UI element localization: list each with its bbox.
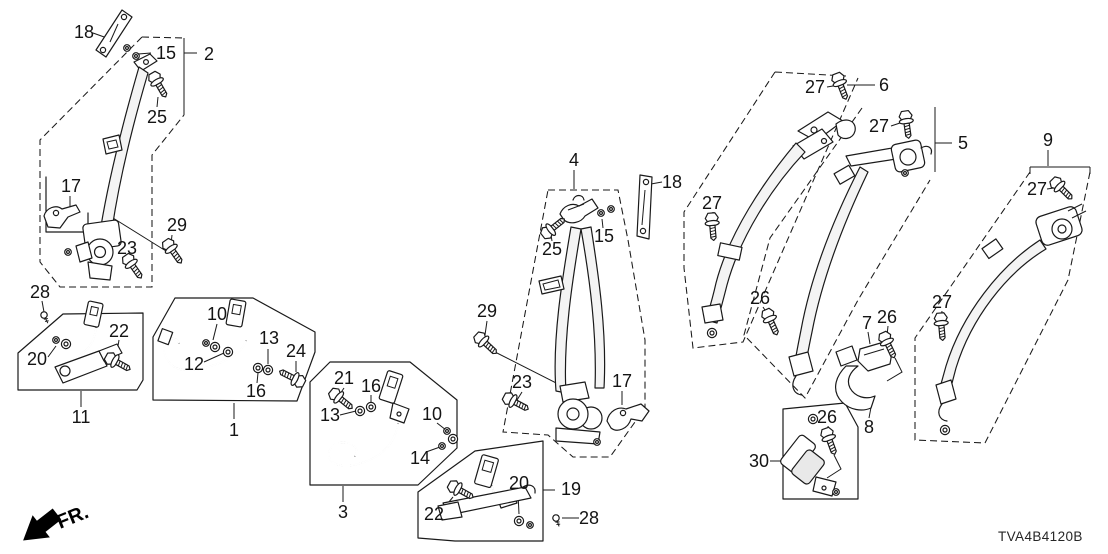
rear-seatbelt-center bbox=[788, 109, 933, 425]
washer-icon bbox=[706, 327, 718, 339]
bolt-27-icon bbox=[1046, 173, 1078, 205]
washer-icon bbox=[939, 424, 951, 436]
group-boxes bbox=[17, 176, 859, 542]
group-outlines bbox=[39, 36, 1091, 458]
bolt-26-icon bbox=[818, 425, 842, 458]
bolt-24-icon bbox=[275, 364, 308, 391]
washer-icon bbox=[365, 401, 377, 413]
bolt-29-icon bbox=[159, 235, 188, 268]
washer-icon bbox=[222, 346, 234, 358]
front-seatbelt-outer-right bbox=[470, 174, 653, 446]
fr-direction-arrow: FR. bbox=[23, 501, 92, 541]
washer-icon bbox=[597, 209, 605, 217]
screw-28-icon bbox=[39, 310, 52, 326]
driver-buckle-assembly bbox=[39, 300, 135, 384]
washer-icon bbox=[209, 341, 221, 353]
washer-icon bbox=[132, 52, 140, 60]
washer-icon bbox=[593, 438, 601, 446]
washer-icon bbox=[64, 248, 72, 256]
washer-icon bbox=[447, 433, 459, 445]
bolt-23-icon bbox=[500, 389, 533, 416]
anchor-cover-parts bbox=[835, 329, 902, 411]
rear-seatbelt-right bbox=[758, 173, 1087, 436]
center-buckle-assembly bbox=[437, 454, 563, 529]
bolt-21-icon bbox=[325, 384, 358, 415]
bolt-27-icon bbox=[703, 211, 722, 242]
washer-icon bbox=[60, 338, 72, 350]
washer-icon bbox=[438, 442, 446, 450]
washer-icon bbox=[807, 413, 819, 425]
bolt-27-icon bbox=[828, 70, 854, 103]
screw-28-icon bbox=[551, 513, 563, 529]
bolt-23-icon bbox=[119, 250, 148, 283]
rear-seatbelt-left bbox=[701, 70, 856, 339]
bolt-27-icon bbox=[932, 311, 951, 342]
washer-icon bbox=[123, 44, 131, 52]
washer-icon bbox=[52, 336, 60, 344]
washer-icon bbox=[252, 362, 264, 374]
washer-icon bbox=[262, 364, 274, 376]
washer-icon bbox=[832, 488, 840, 496]
passenger-buckle-assembly bbox=[157, 298, 308, 391]
washer-icon bbox=[443, 427, 451, 435]
washer-icon bbox=[607, 205, 615, 213]
washer-icon bbox=[202, 339, 210, 347]
rear-center-buckle bbox=[780, 425, 842, 497]
washer-icon bbox=[526, 521, 534, 529]
front-seatbelt-outer-left bbox=[43, 9, 188, 283]
washer-icon bbox=[901, 169, 909, 177]
bolt-26-icon bbox=[758, 306, 784, 339]
rear-buckle-assembly bbox=[325, 370, 459, 467]
part-code: TVA4B4120B bbox=[998, 529, 1083, 544]
washer-icon bbox=[354, 405, 366, 417]
fr-label: FR. bbox=[54, 501, 92, 533]
fr-arrow-icon bbox=[23, 508, 62, 541]
bolt-27-icon bbox=[897, 109, 917, 140]
washer-icon bbox=[513, 515, 525, 527]
bolt-29-icon bbox=[470, 328, 502, 360]
bolt-25-icon bbox=[145, 68, 173, 101]
